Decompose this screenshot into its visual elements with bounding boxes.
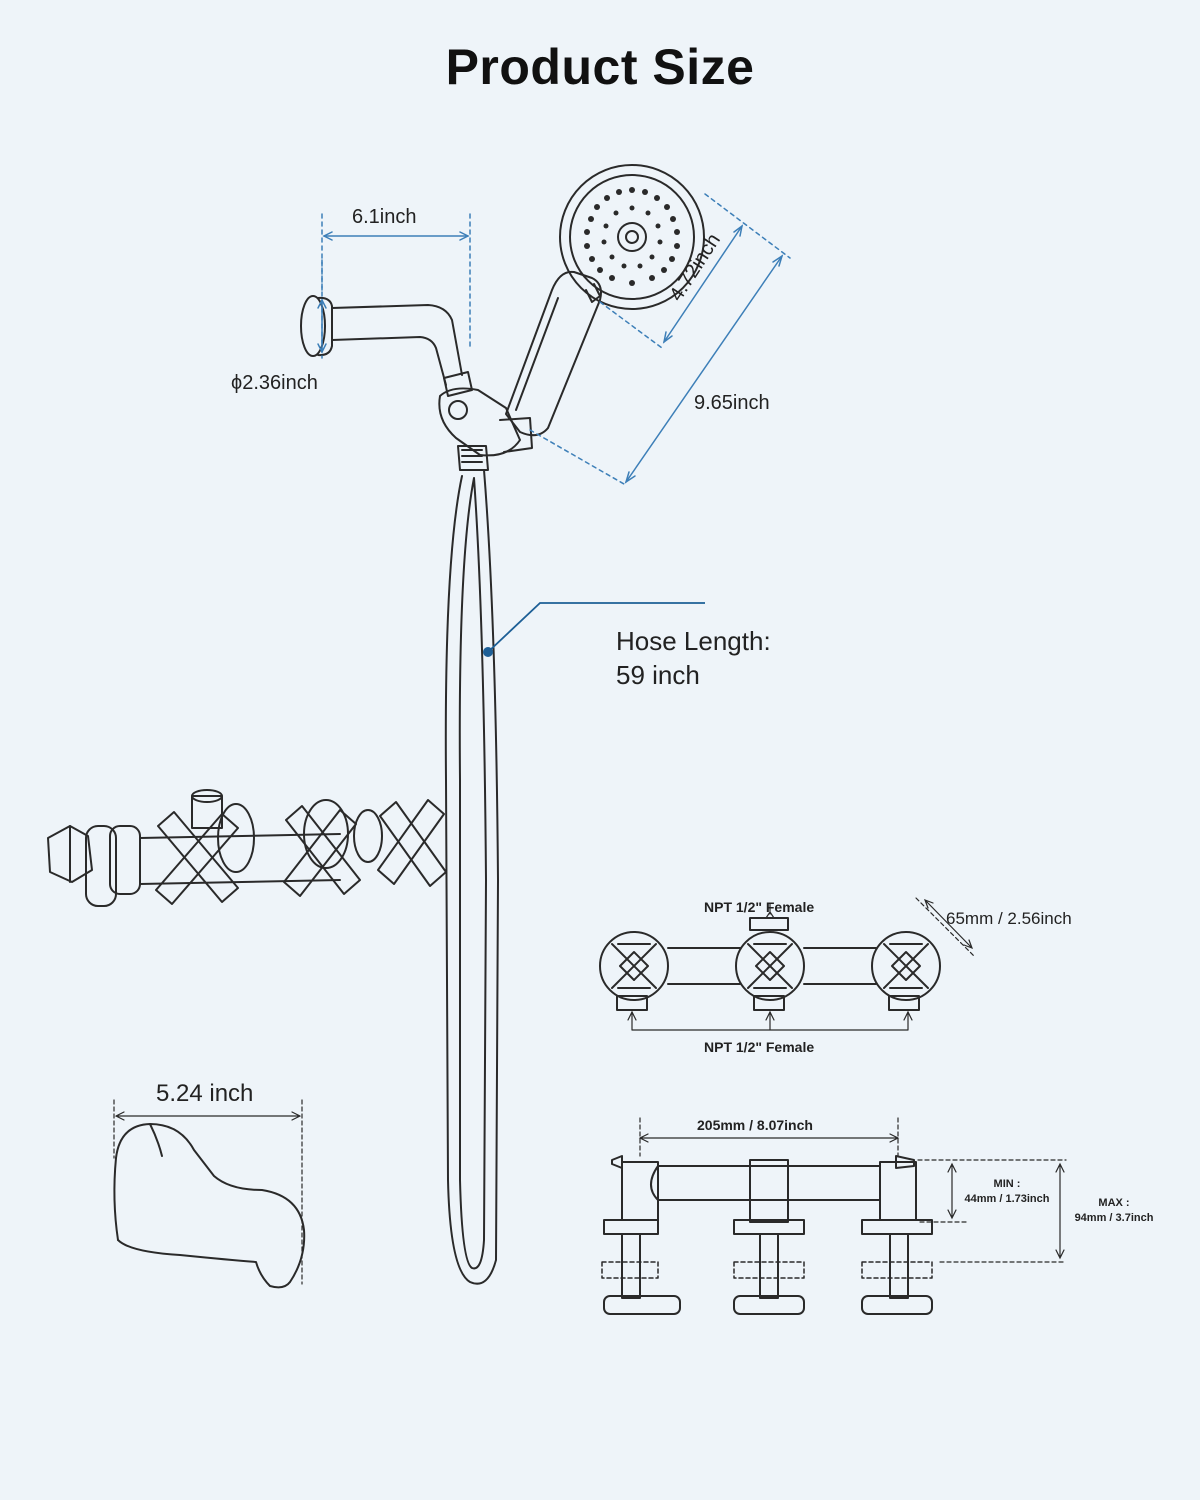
max-height-label: MAX : 94mm / 3.7inch (1064, 1196, 1164, 1226)
max-value: 94mm / 3.7inch (1074, 1212, 1154, 1224)
hose-length-value: 59 inch (616, 660, 700, 690)
valve-side-view (603, 1155, 933, 1315)
handshower-length-label: 9.65inch (694, 392, 770, 414)
handshower-illustration (505, 164, 705, 437)
max-label: MAX : (1098, 1197, 1130, 1209)
hose-callout (483, 602, 705, 657)
valve-dimension-arrows (114, 898, 1065, 1260)
flange-diameter-label: ϕ2.36inch (231, 372, 318, 394)
npt-top-label: NPT 1/2" Female (704, 899, 815, 915)
arm-length-label: 6.1inch (352, 206, 417, 228)
page-title: Product Size (445, 39, 755, 95)
dimension-arrows (317, 224, 784, 484)
handle-diameter-label: 65mm / 2.56inch (946, 909, 1072, 928)
handshower-holder-illustration (438, 387, 533, 471)
valve-body-illustration (47, 789, 383, 907)
hose-length-title: Hose Length: (616, 626, 771, 656)
min-label: MIN : (993, 1178, 1021, 1190)
valve-side-view-extension (601, 1261, 933, 1279)
spout-length-label: 5.24 inch (156, 1080, 254, 1107)
min-height-label: MIN : 44mm / 1.73inch (956, 1177, 1058, 1207)
npt-bottom-label: NPT 1/2" Female (704, 1039, 815, 1055)
tub-spout-illustration (113, 1123, 306, 1289)
valve-dimension-guides (113, 897, 1067, 1285)
hose-illustration (444, 469, 499, 1285)
valve-front-view (599, 917, 941, 1011)
shower-arm-illustration (300, 295, 473, 397)
spray-nozzles (584, 187, 680, 286)
valve-handles-illustration (155, 799, 447, 905)
min-value: 44mm / 1.73inch (964, 1193, 1050, 1205)
center-spacing-label: 205mm / 8.07inch (697, 1117, 813, 1133)
